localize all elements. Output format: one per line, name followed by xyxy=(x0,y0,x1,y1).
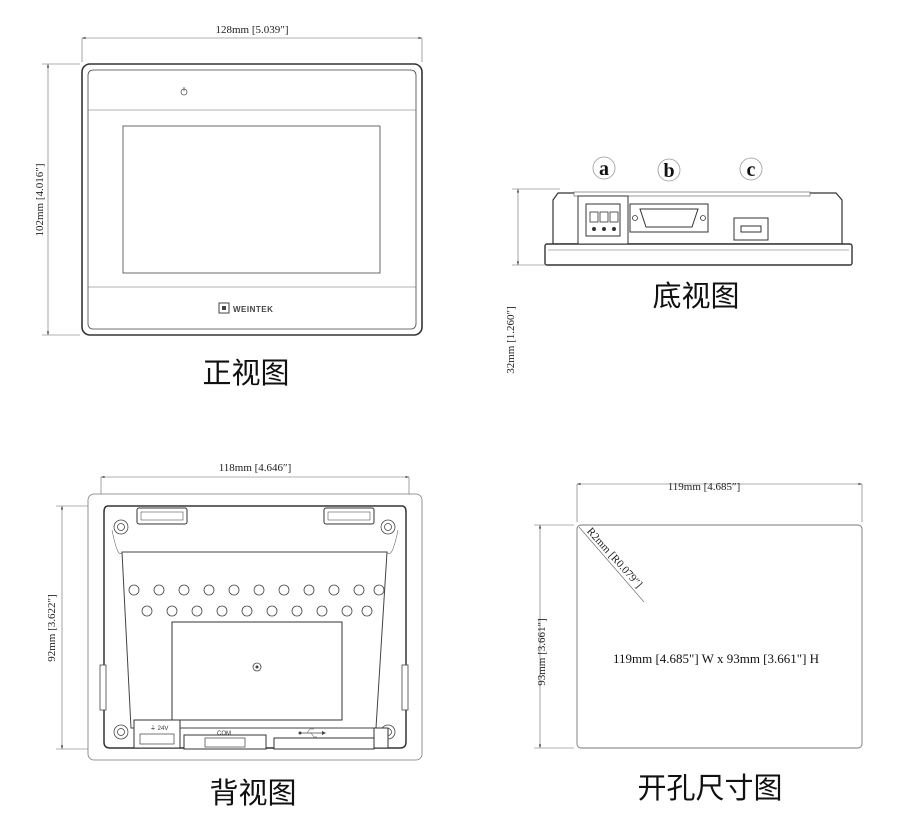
back-center-screw xyxy=(252,662,262,672)
front-width-dim: 128mm [5.039″] xyxy=(215,24,288,36)
top-clip-right-inner xyxy=(327,511,371,521)
cutout-width-dim: 119mm [4.685″] xyxy=(668,481,741,493)
bottom-depth-dim: 32mm [1.260″] xyxy=(505,306,517,374)
top-clip-left-inner xyxy=(140,511,184,521)
usb-icon xyxy=(298,728,326,738)
mount-hole-tr xyxy=(380,519,396,535)
back-recess-curves xyxy=(111,529,399,554)
front-view: 128mm [5.039″] 102mm [4.016″] WEINTEK 正视… xyxy=(34,24,423,390)
back-center-screw-dot xyxy=(255,665,259,669)
cutout-height-dim: 93mm [3.661″] xyxy=(536,618,548,686)
front-screen xyxy=(122,125,381,274)
back-view: 118mm [4.646″] 92mm [3.622″] xyxy=(46,462,423,810)
back-height-dim: 92mm [3.622″] xyxy=(46,594,58,662)
power-mark: ⏚ 24V xyxy=(150,725,168,732)
weintek-logo: WEINTEK xyxy=(218,302,273,314)
bottom-caption: 底视图 xyxy=(652,279,739,313)
front-height-dim: 102mm [4.016″] xyxy=(34,163,46,236)
side-latch-left xyxy=(99,664,107,711)
port-label-a: a xyxy=(599,158,609,180)
port-label-b-badge: b xyxy=(657,158,681,182)
back-width-dim: 118mm [4.646″] xyxy=(219,462,292,474)
port-label-b: b xyxy=(663,160,674,182)
bottom-bezel-edge xyxy=(544,243,853,266)
front-bezel xyxy=(81,63,423,336)
power-terminal-block xyxy=(577,195,629,245)
power-icon xyxy=(180,87,188,96)
mount-hole-bl xyxy=(113,724,129,740)
mount-hole-tl xyxy=(113,519,129,535)
front-caption: 正视图 xyxy=(202,356,289,390)
cutout-view: 119mm [4.685″] 93mm [3.661″] R2mm [R0.07… xyxy=(534,481,863,805)
bottom-rim xyxy=(573,191,811,197)
back-connector-strip xyxy=(133,719,389,750)
cutout-caption: 开孔尺寸图 xyxy=(637,771,782,805)
com-label: COM xyxy=(217,731,231,737)
port-label-a-badge: a xyxy=(592,156,616,180)
radius-leader xyxy=(578,526,645,603)
cutout-rect xyxy=(576,524,863,749)
bottom-view: a b c xyxy=(505,156,853,374)
usb-port xyxy=(733,217,769,241)
front-bezel-inner xyxy=(87,69,417,330)
cutout-size-text: 119mm [4.685"] W x 93mm [3.661"] H xyxy=(613,651,819,666)
back-caption: 背视图 xyxy=(209,776,296,810)
port-label-c: c xyxy=(747,159,756,181)
port-label-c-badge: c xyxy=(739,157,763,181)
vent-holes xyxy=(128,584,385,617)
db9-serial-port xyxy=(629,203,709,233)
side-latch-right xyxy=(401,664,409,711)
logo-text: WEINTEK xyxy=(233,305,273,314)
